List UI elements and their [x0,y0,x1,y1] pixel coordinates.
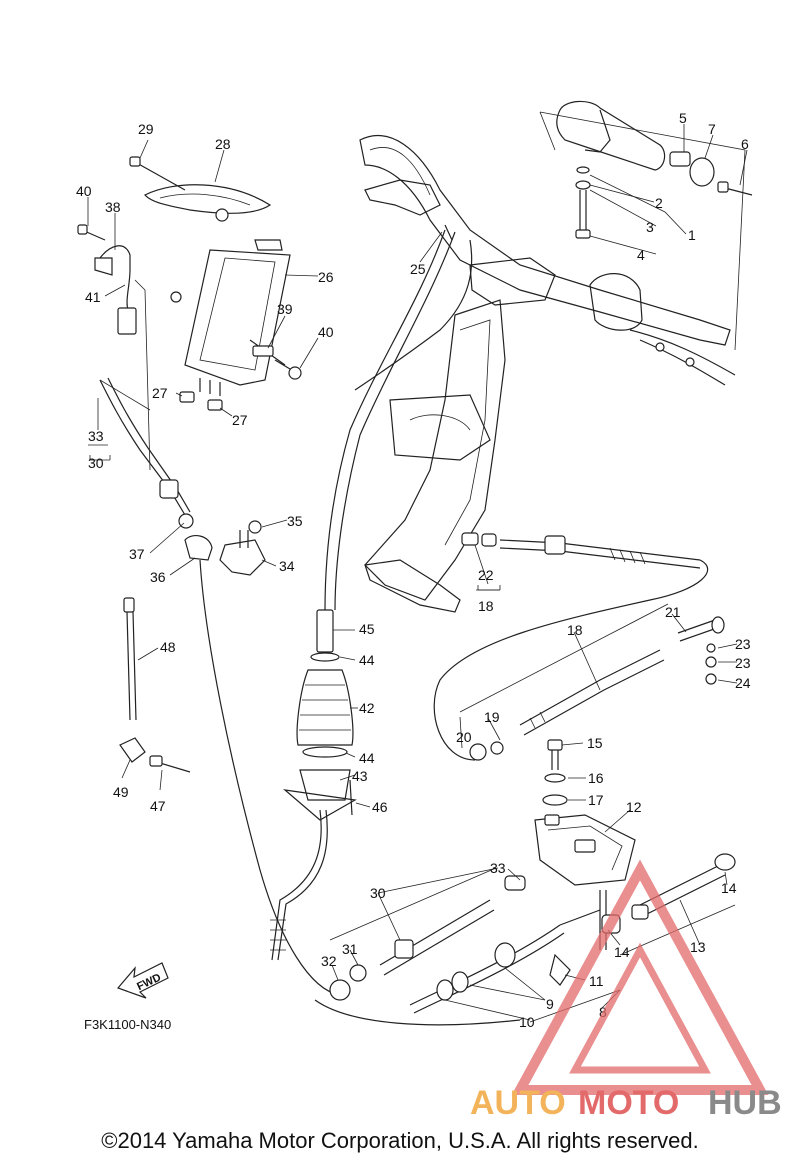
grip-assembly [539,100,753,351]
callout-40: 40 [318,324,334,340]
callout-4: 4 [637,247,645,263]
copyright-notice: ©2014 Yamaha Motor Corporation, U.S.A. A… [101,1128,699,1153]
callout-36: 36 [150,569,166,585]
callout-26: 26 [318,269,334,285]
callout-1: 1 [688,227,696,243]
callout-44: 44 [359,652,375,668]
callout-16: 16 [588,770,604,786]
callout-21: 21 [665,604,681,620]
callout-6: 6 [741,136,749,152]
callout-41: 41 [85,289,101,305]
callout-31: 31 [342,941,358,957]
leader-lines [87,124,748,1021]
end-cap-part [689,157,715,187]
callout-33: 33 [88,428,104,444]
callout-45: 45 [359,621,375,637]
callout-5: 5 [679,110,687,126]
spacer-part [669,151,691,167]
steering-cable-upper [99,377,341,996]
callout-46: 46 [372,799,388,815]
cable-18-group [433,532,725,806]
callout-9: 9 [546,996,554,1012]
long-cable-25 [324,224,473,611]
callout-43: 43 [352,768,368,784]
callout-47: 47 [150,798,166,814]
callout-30: 30 [370,885,386,901]
callout-labels: 29 28 40 38 41 26 39 40 27 27 33 30 25 5… [76,110,751,1030]
callout-48: 48 [160,639,176,655]
callout-35: 35 [287,513,303,529]
callout-3: 3 [646,219,654,235]
callout-15: 15 [587,735,603,751]
callout-17: 17 [588,792,604,808]
clamp-and-ties [119,597,191,773]
callout-32: 32 [321,953,337,969]
callout-38: 38 [105,199,121,215]
callout-33: 33 [490,860,506,876]
callout-13: 13 [690,939,706,955]
callout-39: 39 [277,301,293,317]
callout-20: 20 [456,729,472,745]
handlebar-assembly [359,135,736,613]
callout-27: 27 [232,412,248,428]
callout-23: 23 [735,655,751,671]
watermark-moto: MOTO [578,1084,679,1122]
watermark-text: AUTO MOTO HUB [470,1082,800,1122]
callout-23: 23 [735,636,751,652]
callout-34: 34 [279,558,295,574]
callout-27: 27 [152,385,168,401]
callout-14: 14 [614,944,630,960]
callout-2: 2 [655,195,663,211]
callout-30: 30 [88,455,104,471]
callout-29: 29 [138,121,154,137]
callout-49: 49 [113,784,129,800]
diagram-code: F3K1100-N340 [84,1017,171,1032]
callout-44: 44 [359,750,375,766]
callout-18: 18 [478,598,494,614]
callout-18: 18 [567,622,583,638]
callout-7: 7 [708,121,716,137]
callout-22: 22 [478,567,494,583]
callout-40: 40 [76,183,92,199]
callout-14: 14 [721,880,737,896]
callout-25: 25 [410,261,426,277]
fwd-arrow: FWD [116,962,169,999]
group-brackets [89,455,736,1023]
boot-and-sleeve-stack [270,609,357,961]
callout-19: 19 [484,709,500,725]
callout-12: 12 [626,799,642,815]
watermark-hub: HUB [708,1084,782,1122]
callout-24: 24 [735,675,751,691]
callout-42: 42 [359,700,375,716]
callout-37: 37 [129,546,145,562]
switch-mount-assembly [77,156,302,471]
callout-11: 11 [589,973,604,989]
callout-10: 10 [519,1014,535,1030]
callout-28: 28 [215,136,231,152]
watermark-auto: AUTO [470,1084,566,1122]
watermark-logo [511,859,769,1095]
